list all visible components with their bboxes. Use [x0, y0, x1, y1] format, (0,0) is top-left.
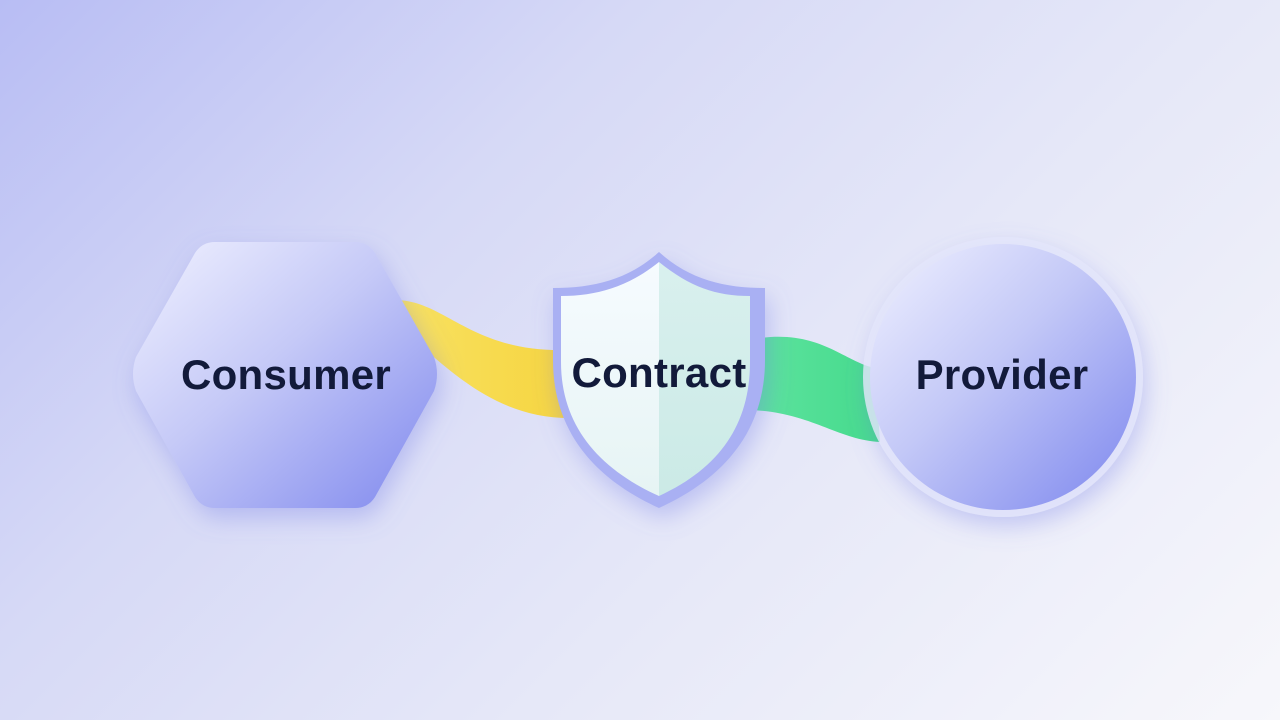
connector-contract-provider	[750, 336, 880, 442]
contract-shield-right	[659, 262, 750, 496]
connector-consumer-contract	[395, 300, 575, 419]
provider-circle-shape	[870, 244, 1136, 510]
provider-node[interactable]	[863, 237, 1143, 517]
contract-shield-left	[561, 262, 659, 496]
consumer-hexagon-shape	[133, 242, 437, 508]
contract-node[interactable]	[553, 252, 765, 508]
provider-label: Provider	[915, 351, 1089, 398]
contract-label: Contract	[571, 349, 747, 396]
consumer-label: Consumer	[180, 351, 392, 398]
consumer-node[interactable]	[133, 242, 437, 508]
